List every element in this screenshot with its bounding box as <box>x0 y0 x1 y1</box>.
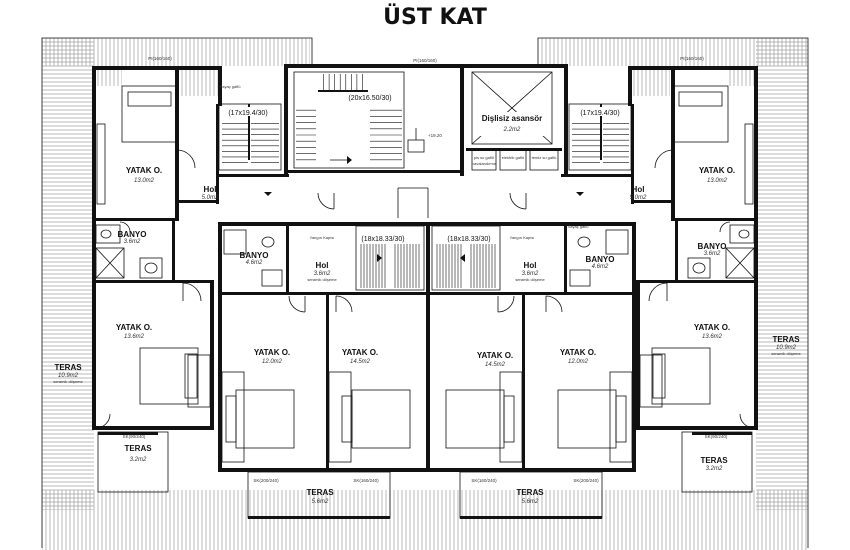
tl-banyo-name: BANYO <box>118 230 147 239</box>
cl-hol-area: 3.6m2 <box>314 271 331 277</box>
pi-left-label: PI(160/160) <box>148 56 172 61</box>
shaft-label-2: elektrik gaflü <box>502 155 524 160</box>
cl-hol-note: seramik döşeme <box>307 277 337 282</box>
tl-teras-bot-name: TERAS <box>124 444 152 453</box>
cr-stair-label: (18x18.33/30) <box>447 236 490 243</box>
cl-banyo-area: 4.6m2 <box>246 260 263 266</box>
tr-bed2-area: 13.6m2 <box>702 334 723 340</box>
tl-teras-side-note: seramik döşeme <box>53 379 83 384</box>
tl-teras-bot-area: 3.2m2 <box>130 457 147 463</box>
tr-teras-side-name: TERAS <box>772 335 800 344</box>
tr-banyo-area: 3.6m2 <box>704 251 721 257</box>
sk-cr2: SK(200/240) <box>573 478 599 483</box>
yangin-label-2: Yangın Kapısı <box>510 235 535 240</box>
sk-cr1: SK(160/240) <box>471 478 497 483</box>
right-stair <box>568 103 632 171</box>
left-stair-label: (17x19.4/30) <box>228 110 267 117</box>
tr-bed-area: 13.0m2 <box>707 178 728 184</box>
center-left-unit-walls <box>218 192 430 519</box>
tl-bed-area: 13.0m2 <box>134 178 155 184</box>
direction-arrows <box>264 156 584 262</box>
tr-bed-name: YATAK O. <box>699 166 735 175</box>
tl-teras-side-area: 10.9m2 <box>58 373 79 379</box>
cr-bed1-name: YATAK O. <box>477 351 513 360</box>
sayac-label-left: Sayaç gaflü <box>220 84 241 89</box>
corridor-doors <box>397 128 429 218</box>
cr-banyo-area: 4.6m2 <box>592 264 609 270</box>
cr-bed2-area: 12.0m2 <box>568 359 589 365</box>
cr-hol-area: 3.6m2 <box>522 271 539 277</box>
tl-teras-side-name: TERAS <box>54 363 82 372</box>
sk-left-bot: SK(90/240) <box>123 434 146 439</box>
roof-hatch <box>42 38 808 550</box>
tr-teras-side-area: 10.9m2 <box>776 345 797 351</box>
floor-title: ÜST KAT <box>383 4 487 30</box>
tl-bed2-area: 13.6m2 <box>124 334 145 340</box>
tr-hol-area: 5.0m2 <box>630 195 647 201</box>
tl-banyo-area: 3.6m2 <box>124 239 141 245</box>
elevation-label: +19.20 <box>428 133 442 138</box>
tl-hol-area: 5.0m2 <box>202 195 219 201</box>
shaft-label-1: pis su gaflü <box>474 155 494 160</box>
tl-bed-name: YATAK O. <box>126 166 162 175</box>
cr-banyo-name: BANYO <box>586 255 615 264</box>
tr-bed2-name: YATAK O. <box>694 323 730 332</box>
shaft-label-3: temiz su gaflü <box>532 155 557 160</box>
cr-bed2-name: YATAK O. <box>560 348 596 357</box>
cl-teras-name: TERAS <box>306 488 334 497</box>
yangin-label-1: Yangın Kapısı <box>310 235 335 240</box>
tr-teras-bot-area: 3.2m2 <box>706 466 723 472</box>
tr-hol-name: Hol <box>632 185 645 194</box>
cl-bed2-name: YATAK O. <box>342 348 378 357</box>
cr-teras-area: 5.6m2 <box>522 499 539 505</box>
sk-cl2: SK(160/240) <box>353 478 379 483</box>
right-stair-label: (17x19.4/30) <box>580 110 619 117</box>
pi-top-label: PI(160/160) <box>413 58 437 63</box>
left-unit-walls <box>92 66 289 493</box>
cl-stair-label: (18x18.33/30) <box>361 236 404 243</box>
cl-hol-name: Hol <box>316 261 329 270</box>
tl-bed2-name: YATAK O. <box>116 323 152 332</box>
tr-teras-bot-name: TERAS <box>700 456 728 465</box>
cl-banyo-name: BANYO <box>240 251 269 260</box>
cl-bed1-name: YATAK O. <box>254 348 290 357</box>
pi-right-label: PI(160/160) <box>680 56 704 61</box>
cr-hol-note: seramik döşeme <box>515 277 545 282</box>
elevator-area: 2.2m2 <box>503 127 521 133</box>
cr-teras-name: TERAS <box>516 488 544 497</box>
center-right-unit-walls <box>430 192 636 519</box>
sayac-label-right: Sayaç gaflü <box>568 224 589 229</box>
cl-teras-area: 5.6m2 <box>312 499 329 505</box>
shaft-label-4: havalandırma <box>472 161 497 166</box>
cl-bed1-area: 12.0m2 <box>262 359 283 365</box>
sk-cl1: SK(200/240) <box>253 478 279 483</box>
main-stair-label: (20x16.50/30) <box>348 95 391 102</box>
cr-bed1-area: 14.5m2 <box>485 362 506 368</box>
tr-banyo-name: BANYO <box>698 242 727 251</box>
cl-bed2-area: 14.5m2 <box>350 359 371 365</box>
right-unit-walls <box>561 66 758 493</box>
tl-hol-name: Hol <box>204 185 217 194</box>
elevator-name: Dişlisiz asansör <box>482 114 542 123</box>
cr-hol-name: Hol <box>524 261 537 270</box>
left-stair <box>218 103 282 171</box>
tr-teras-side-note: seramik döşeme <box>771 351 801 356</box>
sk-right-bot: SK(90/240) <box>705 434 728 439</box>
